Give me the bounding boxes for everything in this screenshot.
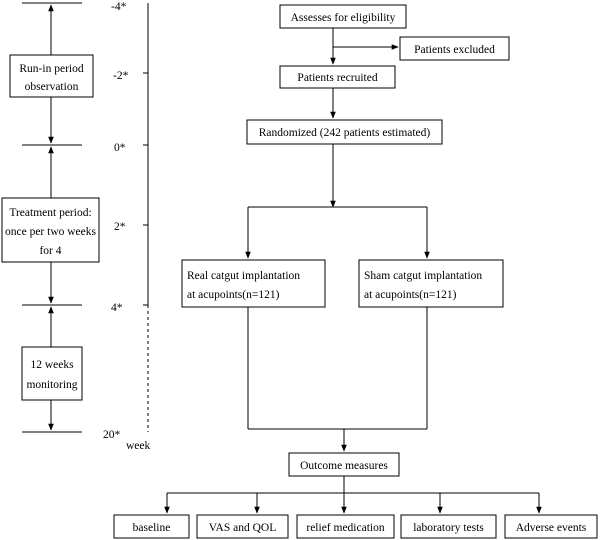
sham-group-label: Sham catgut implantation [364,270,482,282]
phase-monitoring-label: monitoring [26,379,77,391]
excluded-label: Patients excluded [414,44,495,56]
phase-box-run-in [9,54,94,98]
outcome-box [288,452,400,477]
measure-box [504,514,598,539]
measure-box [296,514,395,539]
eligibility-box [279,4,407,29]
real-group-box [181,259,326,308]
measure-laboratory-tests: laboratory tests [413,522,484,534]
recruited-box [279,65,396,89]
randomized-box [246,119,443,145]
real-group-label: at acupoints(n=121) [187,289,280,301]
phase-run-in-label: observation [25,81,79,93]
week-tick-label: 4* [111,302,123,314]
phase-treatment-label: for 4 [39,245,61,257]
measure-box [196,514,289,539]
phase-box-treatment [1,197,100,263]
timeline: Run-in period observation Treatment peri… [1,1,151,452]
outcome-label: Outcome measures [300,460,388,472]
week-unit-label: week [126,440,151,452]
week-tick-label: 2* [114,221,126,233]
week-tick-label: 20* [103,429,121,441]
sham-group-box [358,259,504,308]
sham-group-label: at acupoints(n=121) [364,289,457,301]
measure-vas-qol: VAS and QOL [209,522,277,534]
excluded-box [399,36,510,61]
measure-baseline: baseline [133,522,171,534]
phase-treatment-label: Treatment period: [9,207,91,219]
recruited-label: Patients recruited [297,72,377,84]
phase-box-monitoring [21,346,83,401]
measure-box [113,514,190,539]
measure-adverse-events: Adverse events [516,522,587,534]
real-group-label: Real catgut implantation [187,270,300,282]
phase-run-in-label: Run-in period [19,63,83,75]
phase-monitoring-label: 12 weeks [30,359,74,371]
phase-treatment-label: once per two weeks [5,226,97,238]
week-tick-label: -2* [113,70,129,82]
week-tick-label: 0* [114,142,126,154]
flowchart: Assesses for eligibility Patients exclud… [113,4,598,539]
week-tick-label: -4* [111,1,127,13]
randomized-label: Randomized (242 patients estimated) [259,127,431,139]
eligibility-label: Assesses for eligibility [291,12,396,24]
measure-relief-medication: relief medication [306,522,384,534]
measure-box [400,514,497,539]
